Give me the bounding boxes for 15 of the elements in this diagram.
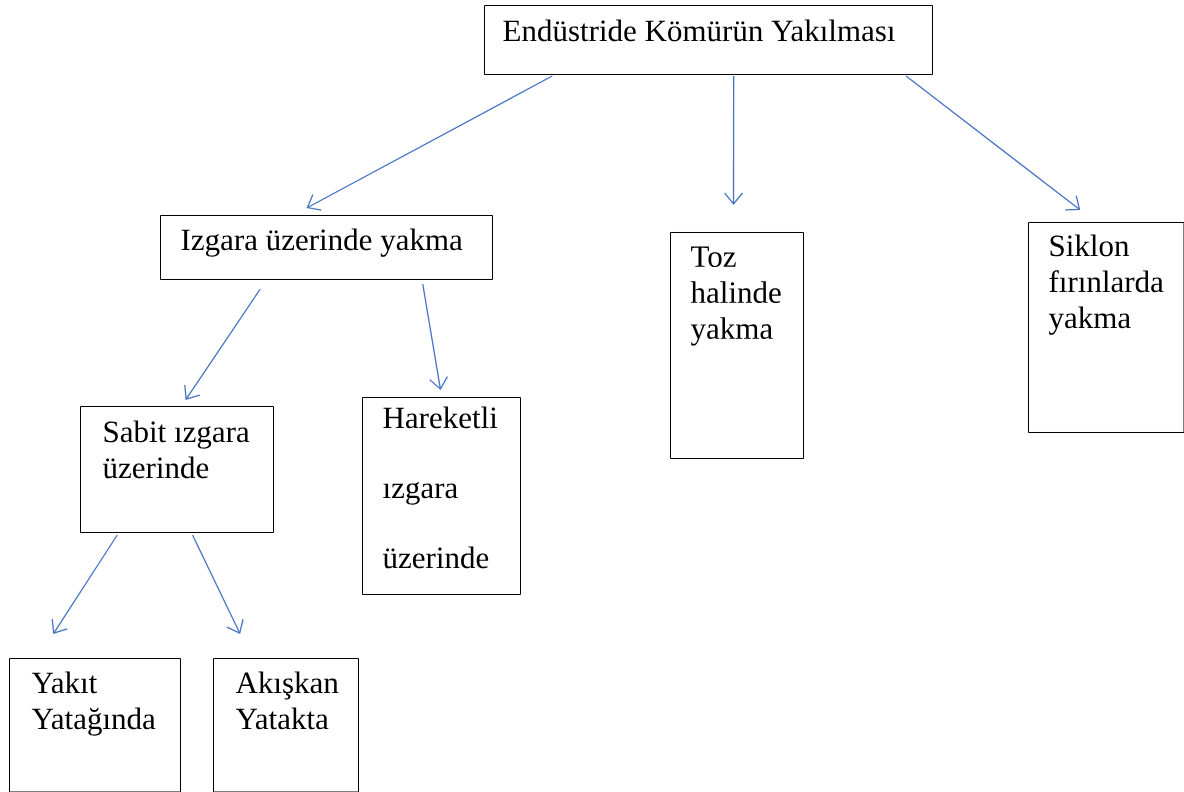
arrow bbox=[184, 288, 261, 400]
arrow bbox=[306, 75, 553, 211]
arrow bbox=[51, 534, 118, 634]
arrow bbox=[191, 534, 244, 634]
arrow bbox=[422, 283, 449, 390]
text-box: Izgara üzerinde yakma bbox=[160, 215, 493, 280]
arrow bbox=[905, 75, 1081, 211]
text-box: Sabit ızgara üzerinde bbox=[80, 406, 274, 533]
text-box: Siklon fırınlarda yakma bbox=[1028, 222, 1184, 433]
text-box: Endüstride Kömürün Yakılması bbox=[484, 5, 933, 75]
text-box: Akışkan Yatakta bbox=[213, 658, 359, 792]
text-box: Yakıt Yatağında bbox=[9, 658, 181, 792]
text-box: Toz halinde yakma bbox=[670, 232, 804, 459]
text-box: Hareketli ızgara üzerinde bbox=[362, 397, 521, 595]
arrow bbox=[723, 75, 744, 205]
